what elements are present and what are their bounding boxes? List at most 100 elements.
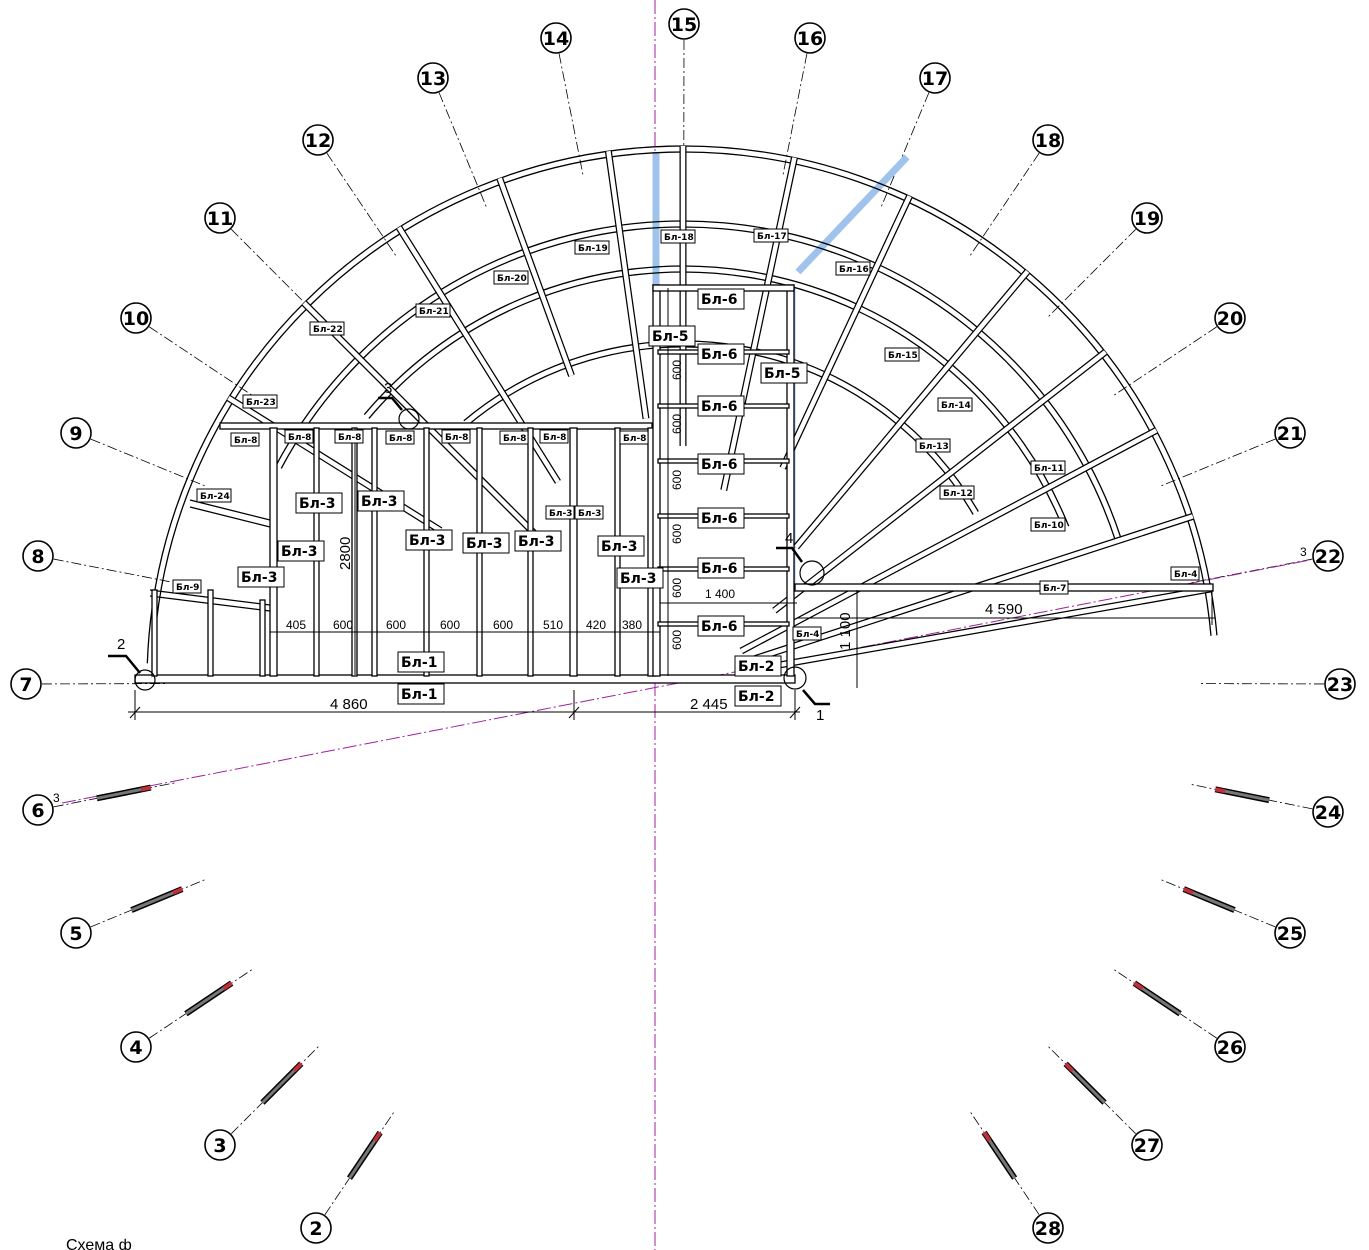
svg-text:Бл-24: Бл-24: [200, 492, 230, 502]
svg-text:Бл-7: Бл-7: [1043, 584, 1066, 594]
axis-bubble-13: 13: [417, 62, 449, 94]
svg-text:Бл-8: Бл-8: [623, 434, 646, 444]
axis-bubble-20: 20: [1214, 302, 1246, 334]
section-mark-1: 1: [816, 707, 824, 724]
svg-text:Бл-3: Бл-3: [578, 509, 601, 519]
arc-beam: [280, 226, 1117, 542]
svg-text:Бл-3: Бл-3: [281, 544, 317, 560]
beam-label-bl1: Бл-1: [397, 683, 445, 705]
axis-number-22: 22: [1315, 546, 1341, 568]
svg-text:Бл-3: Бл-3: [361, 494, 397, 510]
svg-text:Бл-11: Бл-11: [1034, 464, 1064, 474]
axis-line-13: [438, 92, 487, 208]
beam-label-bl8: Бл-8: [619, 430, 649, 445]
column-stubs: [96, 784, 1270, 1180]
spacing-dim: 380: [622, 618, 642, 632]
axis-number-12: 12: [305, 130, 331, 152]
svg-text:Бл-8: Бл-8: [389, 434, 412, 444]
axis-line-19: [1047, 229, 1136, 318]
svg-text:Бл-22: Бл-22: [313, 325, 343, 335]
beam-label-bl4: Бл-4: [1170, 566, 1200, 581]
svg-text:Бл-6: Бл-6: [701, 457, 737, 473]
section-marker-texts: 2 1 3 4 3 3: [53, 380, 1307, 805]
dim-4590: 4 590: [985, 601, 1023, 618]
section-mark-3: 3: [384, 380, 392, 397]
beam-label-bl7: Бл-7: [1039, 580, 1069, 595]
beam-label-bl20: Бл-20: [493, 270, 529, 285]
beam-label-bl22: Бл-22: [309, 321, 345, 336]
svg-text:Бл-1: Бл-1: [401, 687, 437, 703]
svg-text:Бл-3: Бл-3: [549, 509, 572, 519]
spacing-dim: 420: [586, 618, 606, 632]
beam-label-bl3: Бл-3: [514, 530, 562, 552]
axis-number-26: 26: [1217, 1037, 1243, 1059]
axis-bubble-4: 4: [120, 1031, 152, 1063]
radial-beam-fill: [721, 157, 797, 491]
axis-bubble-26: 26: [1214, 1031, 1246, 1063]
axis-number-5: 5: [69, 923, 82, 945]
axis-number-7: 7: [19, 674, 32, 696]
axis-line-16: [782, 53, 808, 176]
svg-text:Бл-19: Бл-19: [578, 244, 608, 254]
axis-bubble-22: 22: [1312, 540, 1344, 572]
svg-text:Бл-5: Бл-5: [652, 329, 688, 345]
dim-1100: 1 100: [837, 612, 854, 650]
svg-text:Бл-6: Бл-6: [701, 619, 737, 635]
axis-bubble-23: 23: [1324, 668, 1356, 700]
svg-text:Бл-1: Бл-1: [401, 655, 437, 671]
axis-number-24: 24: [1315, 802, 1341, 824]
radial-beam-fill: [740, 428, 1158, 654]
axis-number-16: 16: [797, 28, 823, 50]
spacing-dim: 600: [440, 618, 460, 632]
beam-label-bl14: Бл-14: [937, 397, 973, 412]
beam-label-bl3: Бл-3: [616, 567, 664, 589]
svg-text:Бл-16: Бл-16: [839, 265, 869, 275]
radial-beam-fill: [794, 269, 1030, 549]
svg-text:Бл-14: Бл-14: [941, 401, 971, 411]
spacing-dim: 600: [386, 618, 406, 632]
beam-label-bl3: Бл-3: [237, 566, 285, 588]
section-mark-2: 2: [117, 636, 125, 653]
axis-bubble-9: 9: [60, 417, 92, 449]
axis-number-20: 20: [1217, 308, 1243, 330]
axis-bubble-24: 24: [1312, 796, 1344, 828]
svg-text:Бл-8: Бл-8: [543, 433, 566, 443]
arc-beam: [152, 151, 1212, 664]
beam-label-bl5: Бл-5: [760, 362, 808, 384]
axis-number-6: 6: [31, 800, 44, 822]
svg-text:Бл-2: Бл-2: [738, 659, 774, 675]
beam-label-bl21: Бл-21: [415, 303, 451, 318]
svg-text:Бл-6: Бл-6: [701, 399, 737, 415]
axis-bubble-27: 27: [1131, 1129, 1163, 1161]
beam-label-bl3: Бл-3: [545, 505, 575, 520]
axis-bubble-2: 2: [300, 1212, 332, 1244]
vertical-dim: 600: [670, 578, 684, 598]
axis-bubble-28: 28: [1032, 1212, 1064, 1244]
svg-text:Бл-9: Бл-9: [176, 583, 199, 593]
beam-label-bl18: Бл-18: [660, 229, 696, 244]
axis-number-15: 15: [671, 14, 697, 36]
radial-beam-fill: [227, 396, 442, 533]
vertical-dim: 600: [670, 630, 684, 650]
svg-text:Бл-8: Бл-8: [234, 436, 257, 446]
svg-text:Бл-8: Бл-8: [503, 434, 526, 444]
vertical-dim: 600: [670, 360, 684, 380]
svg-text:Бл-6: Бл-6: [701, 561, 737, 577]
beam-label-bl15: Бл-15: [884, 347, 920, 362]
beam-label-bl10: Бл-10: [1030, 517, 1066, 532]
axis-line-9: [90, 438, 206, 487]
beam-label-bl6: Бл-6: [697, 557, 745, 579]
svg-text:Бл-12: Бл-12: [943, 489, 973, 499]
axis-number-27: 27: [1134, 1135, 1160, 1157]
vertical-dim: 600: [670, 524, 684, 544]
axis-number-10: 10: [123, 308, 149, 330]
axis-bubble-7: 7: [10, 668, 42, 700]
beam-label-bl8: Бл-8: [441, 429, 471, 444]
radial-beam-fill: [606, 150, 649, 419]
beam-label-bl6: Бл-6: [697, 615, 745, 637]
svg-text:Бл-6: Бл-6: [701, 347, 737, 363]
beam-label-bl2: Бл-2: [734, 685, 782, 707]
